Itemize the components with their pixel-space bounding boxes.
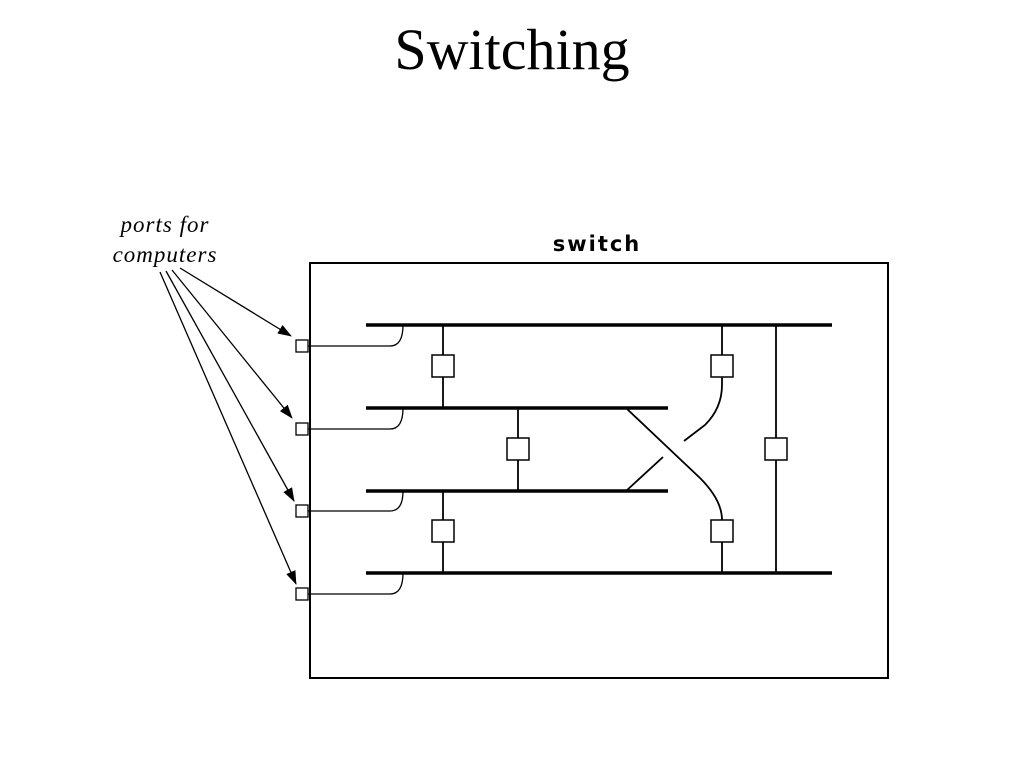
port-wires (308, 324, 404, 595)
arrow-to-port-3 (165, 270, 295, 502)
switch-box (309, 262, 889, 679)
cross-wire-upper (683, 325, 723, 442)
port-wire-1 (308, 324, 404, 347)
annotation-line-1: ports for (119, 212, 210, 237)
port-wire-2 (308, 407, 404, 430)
switch-element-5 (431, 519, 455, 543)
annotation-arrows (159, 267, 297, 585)
switch-element-3 (506, 437, 530, 461)
switch-elements (431, 354, 788, 543)
switch-label: switch (553, 232, 642, 256)
arrow-to-port-4 (159, 271, 297, 585)
slide-title: Switching (394, 17, 630, 82)
port-2 (295, 422, 309, 436)
arrow-to-port-1 (179, 267, 292, 337)
cross-wire-stub (625, 456, 664, 492)
port-4 (295, 587, 309, 601)
port-wire-3 (308, 490, 404, 512)
switch-element-1 (431, 354, 455, 378)
switch-element-4 (764, 437, 788, 461)
switch-element-2 (710, 354, 734, 378)
switch-element-6 (710, 519, 734, 543)
port-wire-4 (308, 572, 404, 595)
ports (295, 339, 309, 601)
arrow-to-port-2 (171, 269, 293, 419)
port-3 (295, 504, 309, 518)
annotation-line-2: computers (113, 242, 218, 267)
port-1 (295, 339, 309, 353)
